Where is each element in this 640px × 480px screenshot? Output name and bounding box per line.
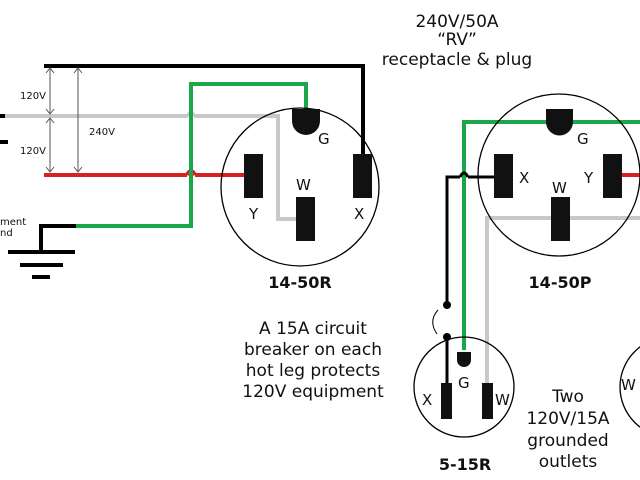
plug-pin-y: Y bbox=[583, 169, 594, 187]
svg-text:hot leg protects: hot leg protects bbox=[246, 361, 381, 381]
svg-text:120V/15A: 120V/15A bbox=[526, 409, 609, 429]
wire-hot-x-plug bbox=[445, 175, 494, 304]
plug-pin-w: W bbox=[552, 179, 567, 197]
title-line3: receptacle & plug bbox=[382, 50, 532, 70]
svg-text:Two: Two bbox=[551, 387, 584, 407]
outlet-pin-g: G bbox=[458, 374, 470, 392]
neutral-slot bbox=[482, 383, 493, 419]
receptacle-pin-x: X bbox=[354, 205, 364, 223]
total-voltage-label: 240V bbox=[89, 127, 115, 138]
outlet2-pin-w: W bbox=[621, 376, 636, 394]
svg-text:120V equipment: 120V equipment bbox=[242, 382, 384, 402]
ground-pin bbox=[457, 352, 471, 367]
neutral-stub bbox=[0, 114, 5, 118]
svg-text:outlets: outlets bbox=[539, 452, 598, 472]
receptacle-14-50r bbox=[220, 107, 380, 267]
x-prong bbox=[494, 154, 513, 198]
hot-slot bbox=[441, 383, 452, 419]
receptacle-pin-y: Y bbox=[248, 205, 259, 223]
outlet-pin-x: X bbox=[422, 391, 432, 409]
outlet-code: 5-15R bbox=[439, 455, 491, 474]
title-line1: 240V/50A bbox=[415, 12, 498, 32]
outlet-pin-w: W bbox=[495, 391, 510, 409]
ground-label-line1: ment bbox=[0, 217, 26, 228]
wire-hot-x-receptacle bbox=[44, 64, 365, 155]
plug-14-50p bbox=[477, 93, 640, 257]
outlet-2-partial bbox=[619, 346, 640, 428]
receptacle-pin-w: W bbox=[296, 176, 311, 194]
ground-prong bbox=[546, 109, 573, 136]
outlet-5-15r bbox=[413, 336, 515, 438]
voltage-arrows bbox=[45, 67, 83, 173]
title-line2: “RV” bbox=[437, 30, 477, 50]
receptacle-code: 14-50R bbox=[268, 273, 332, 292]
plug-pin-x: X bbox=[519, 169, 529, 187]
y-slot bbox=[244, 154, 263, 198]
wire-neutral-plug bbox=[485, 216, 640, 385]
svg-text:A 15A circuit: A 15A circuit bbox=[259, 319, 367, 339]
plug-code: 14-50P bbox=[529, 273, 592, 292]
lower-voltage-label: 120V bbox=[20, 146, 46, 157]
outlets-note: Two 120V/15A grounded outlets bbox=[526, 387, 609, 472]
wire-ground-plug bbox=[462, 120, 640, 350]
breaker-note: A 15A circuit breaker on each hot leg pr… bbox=[242, 319, 384, 402]
plug-pin-g: G bbox=[577, 130, 589, 148]
y-prong bbox=[603, 154, 622, 198]
w-prong bbox=[551, 197, 570, 241]
ground-label-line2: nd bbox=[0, 228, 13, 239]
svg-text:grounded: grounded bbox=[527, 431, 608, 451]
upper-voltage-label: 120V bbox=[20, 91, 46, 102]
ground-symbol-icon bbox=[8, 224, 76, 279]
w-slot bbox=[296, 197, 315, 241]
hot-stub bbox=[0, 140, 8, 144]
receptacle-pin-g: G bbox=[318, 130, 330, 148]
hot-x-hop bbox=[458, 171, 470, 178]
wire-neutral-receptacle bbox=[0, 114, 296, 221]
wire-ground-receptacle bbox=[76, 82, 308, 228]
ground-pin bbox=[292, 109, 320, 135]
svg-text:breaker on each: breaker on each bbox=[244, 340, 382, 360]
x-slot bbox=[353, 154, 372, 198]
circuit-breaker-icon bbox=[432, 301, 451, 385]
